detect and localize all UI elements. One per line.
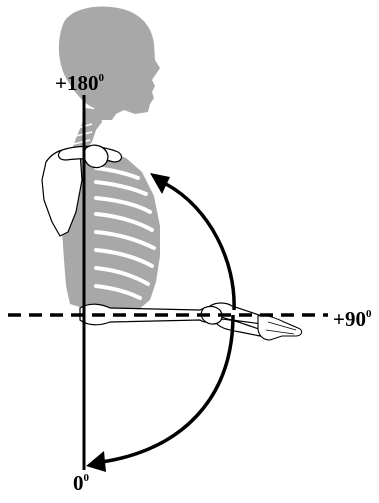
angle-label-90: +900: [333, 309, 371, 330]
degree-mark: 0: [84, 472, 90, 484]
arrowhead-at-0: [86, 451, 106, 472]
hand: [258, 315, 302, 340]
skull-silhouette: [59, 7, 160, 120]
arc-arrow-90-to-180: [166, 184, 234, 310]
angle-value: +180: [55, 71, 98, 95]
angle-value: 0: [73, 471, 84, 495]
arc-arrow-0-to-90: [102, 315, 233, 462]
degree-mark: 0: [366, 308, 372, 320]
angle-label-0: 00: [73, 473, 89, 494]
degree-mark: 0: [98, 72, 104, 84]
shoulder-joint: [84, 145, 108, 167]
angle-label-180: +1800: [55, 73, 104, 94]
angle-value: +90: [333, 307, 366, 331]
